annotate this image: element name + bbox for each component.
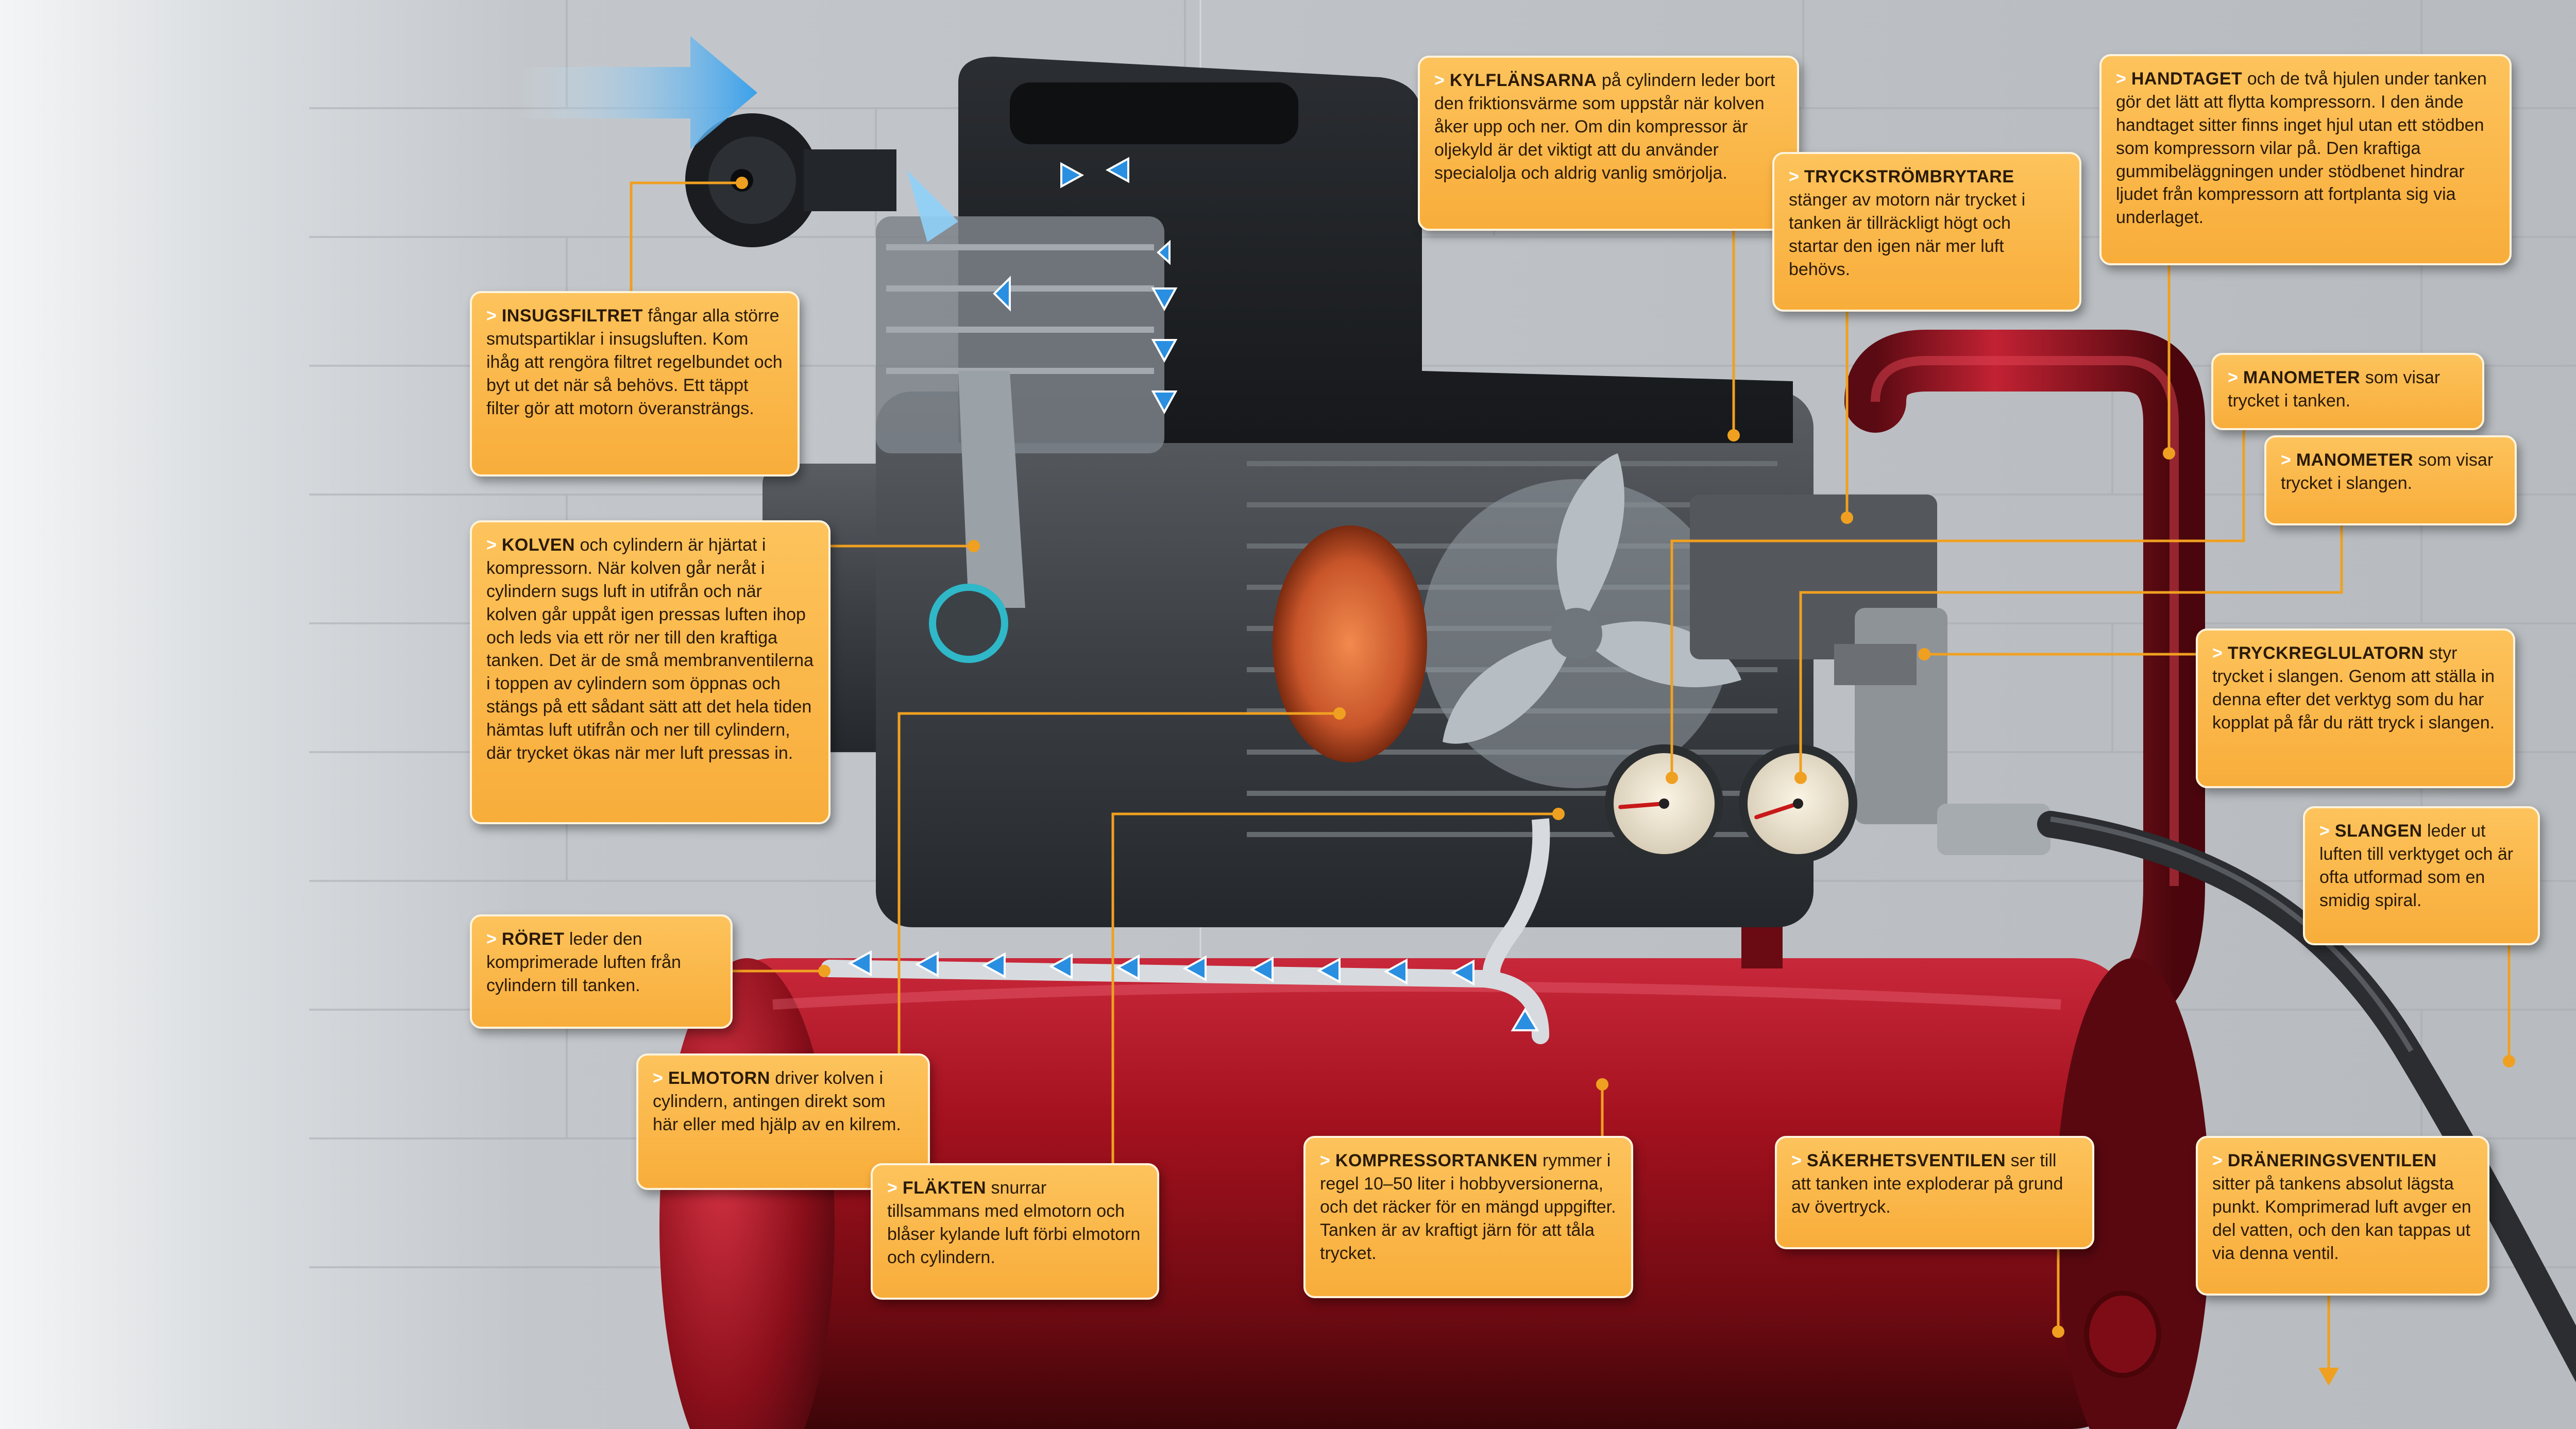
callout-tryckregulatorn: >TRYCKREGLULATORN styr trycket i slangen… — [2196, 628, 2515, 788]
callout-draneringsventilen: >DRÄNERINGSVENTILEN sitter på tankens ab… — [2196, 1136, 2489, 1296]
callout-insugsfiltret: >INSUGSFILTRET fångar alla större smutsp… — [470, 291, 800, 477]
triangle-right-icon: > — [2116, 69, 2126, 89]
triangle-right-icon: > — [2228, 368, 2238, 387]
callout-kompressortanken: >KOMPRESSORTANKEN rymmer i regel 10–50 l… — [1303, 1136, 1633, 1298]
triangle-right-icon: > — [486, 306, 497, 326]
triangle-right-icon: > — [2281, 450, 2291, 470]
callout-manometer-tank: >MANOMETER som visar trycket i tanken. — [2211, 353, 2484, 430]
triangle-right-icon: > — [1789, 167, 1799, 186]
triangle-right-icon: > — [2212, 643, 2223, 663]
triangle-right-icon: > — [486, 535, 497, 555]
triangle-right-icon: > — [1434, 71, 1445, 90]
triangle-right-icon: > — [2319, 821, 2330, 841]
callout-tryckstrombrytare: >TRYCKSTRÖMBRYTARE stänger av motorn när… — [1772, 152, 2081, 312]
triangle-right-icon: > — [653, 1068, 663, 1088]
callout-sakerhetsventilen: >SÄKERHETSVENTILEN ser till att tanken i… — [1775, 1136, 2094, 1249]
triangle-right-icon: > — [2212, 1151, 2223, 1170]
callout-kylflansarna: >KYLFLÄNSARNA på cylindern leder bort de… — [1418, 56, 1799, 231]
triangle-right-icon: > — [887, 1178, 897, 1198]
triangle-right-icon: > — [486, 929, 497, 949]
callout-manometer-slang: >MANOMETER som visar trycket i slangen. — [2264, 435, 2517, 525]
callout-flakten: >FLÄKTEN snurrar tillsammans med elmotor… — [871, 1163, 1159, 1300]
callout-slangen: >SLANGEN leder ut luften till verktyget … — [2303, 806, 2540, 945]
callout-handtaget: >HANDTAGET och de två hjulen under tanke… — [2099, 54, 2512, 265]
triangle-right-icon: > — [1320, 1151, 1330, 1170]
triangle-right-icon: > — [1791, 1151, 1802, 1170]
callout-roret: >RÖRET leder den komprimerade luften frå… — [470, 914, 733, 1029]
fan-illustration — [1422, 453, 1741, 788]
callout-kolven: >KOLVEN och cylindern är hjärtat i kompr… — [470, 520, 831, 824]
